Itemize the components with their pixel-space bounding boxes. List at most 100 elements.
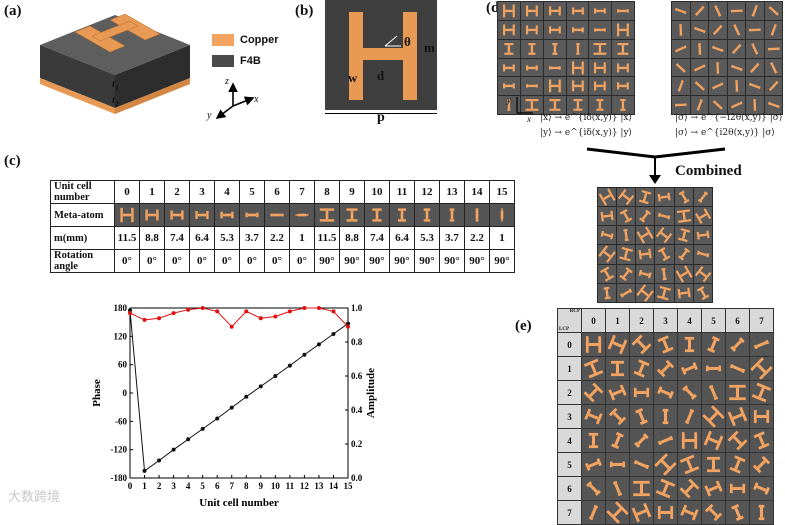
data-point (186, 437, 191, 442)
rotation-value: 90° (414, 249, 440, 273)
meta-atom-cell (114, 203, 140, 227)
table-row: Rotation angle 0°0°0°0°0°0°0°0°90°90°90°… (50, 249, 515, 273)
y2-tick-label: 0.2 (351, 439, 363, 449)
cell-num: 11 (389, 180, 415, 204)
meta-atom-glyph (492, 205, 512, 225)
coding-cell (605, 332, 630, 357)
coding-cell (677, 332, 702, 357)
data-point (157, 458, 162, 463)
data-point (128, 311, 132, 316)
meta-atom-cell (690, 2, 708, 20)
coding-cell (677, 380, 702, 405)
meta-atom-cell (746, 2, 764, 20)
meta-atom-cell (489, 203, 515, 227)
data-point (346, 324, 350, 329)
meta-atom-cell (764, 2, 782, 20)
p-label: p (377, 110, 385, 125)
coding-cell (629, 404, 654, 429)
x-tick-label: 6 (215, 481, 220, 491)
coding-cell (725, 428, 750, 453)
rotation-value: 90° (464, 249, 490, 273)
meta-atom-cell (693, 207, 712, 226)
meta-atom-glyph (392, 205, 412, 225)
meta-atom-cell (566, 96, 589, 114)
x-tick-label: 8 (244, 481, 249, 491)
data-point (244, 394, 249, 399)
table-row: 2 (557, 380, 774, 405)
cell-num: 3 (189, 180, 215, 204)
meta-atom-cell (690, 39, 708, 58)
coding-cell (749, 428, 774, 453)
meta-atom-cell (543, 20, 566, 39)
meta-atom-cell (655, 226, 674, 245)
rotation-value: 90° (339, 249, 365, 273)
meta-atom-cell (636, 226, 655, 245)
meta-atom-cell (727, 2, 745, 20)
meta-atom-cell (672, 20, 690, 39)
meta-atom-cell (674, 188, 693, 207)
rotation-value: 0° (164, 249, 190, 273)
meta-atom-cell (543, 77, 566, 96)
meta-atom-cell (746, 77, 764, 96)
table-row: Unit cell number 0 1 2 3 4 5 6 7 8 9 10 … (50, 180, 515, 204)
column-header: 0 (581, 308, 606, 333)
meta-atom-cell (746, 96, 764, 114)
x-tick-label: 2 (157, 481, 162, 491)
meta-atom-cell (672, 77, 690, 96)
watermark: 大数跨境 (8, 490, 61, 505)
meta-atom-cell (727, 58, 745, 77)
row-header: 1 (557, 356, 582, 381)
meta-atom-cell (520, 77, 543, 96)
combine-arrow (586, 147, 726, 184)
t2-label: t2 (112, 94, 119, 109)
coding-cell (701, 332, 726, 357)
y2-tick-label: 0.6 (351, 371, 363, 381)
meta-atom-cell (709, 96, 727, 114)
meta-atom-cell (189, 203, 215, 227)
coding-cell (677, 476, 702, 501)
meta-atom-cell (617, 283, 636, 302)
meta-atom-cell (389, 203, 415, 227)
coding-cell (653, 452, 678, 477)
meta-atom-cell (520, 20, 543, 39)
panel-label-a: (a) (4, 3, 22, 19)
eq-left-2: |y⟩ → e^{iδ(x,y)} |y⟩ (540, 128, 633, 138)
coding-cell (581, 428, 606, 453)
coding-cell (725, 356, 750, 381)
data-point (258, 316, 263, 321)
meta-atom-cell (636, 188, 655, 207)
data-point (287, 363, 292, 368)
meta-atom-cell (709, 2, 727, 20)
coding-cell (581, 476, 606, 501)
axis-x-label: x (527, 114, 531, 124)
table-row: 0 (557, 332, 774, 357)
y2-tick-label: 0.4 (351, 405, 363, 415)
meta-atom-cell (655, 245, 674, 264)
rotation-value: 90° (314, 249, 340, 273)
table-row: 3 (557, 404, 774, 429)
meta-atom-cell (520, 58, 543, 77)
meta-atom-cell (674, 264, 693, 283)
column-header: 5 (701, 308, 726, 333)
y2-tick-label: 0.8 (351, 337, 363, 347)
cell-num: 7 (289, 180, 315, 204)
meta-atom-cell (674, 207, 693, 226)
cell-num: 15 (489, 180, 515, 204)
meta-atom-cell (566, 2, 589, 20)
meta-atom-cell (690, 96, 708, 114)
coding-cell (653, 332, 678, 357)
column-header: 2 (629, 308, 654, 333)
m-value: 2.2 (464, 226, 490, 250)
meta-atom-cell (543, 96, 566, 114)
meta-atom-cell (139, 203, 165, 227)
h-shape-top-view (349, 12, 417, 100)
m-value: 1 (489, 226, 515, 250)
theta-label: θ (404, 34, 411, 49)
meta-atom-cell (727, 77, 745, 96)
combined-label: Combined (675, 163, 742, 179)
meta-atom-cell (566, 58, 589, 77)
y-axis-label: Phase (91, 379, 103, 407)
coding-cell (725, 476, 750, 501)
